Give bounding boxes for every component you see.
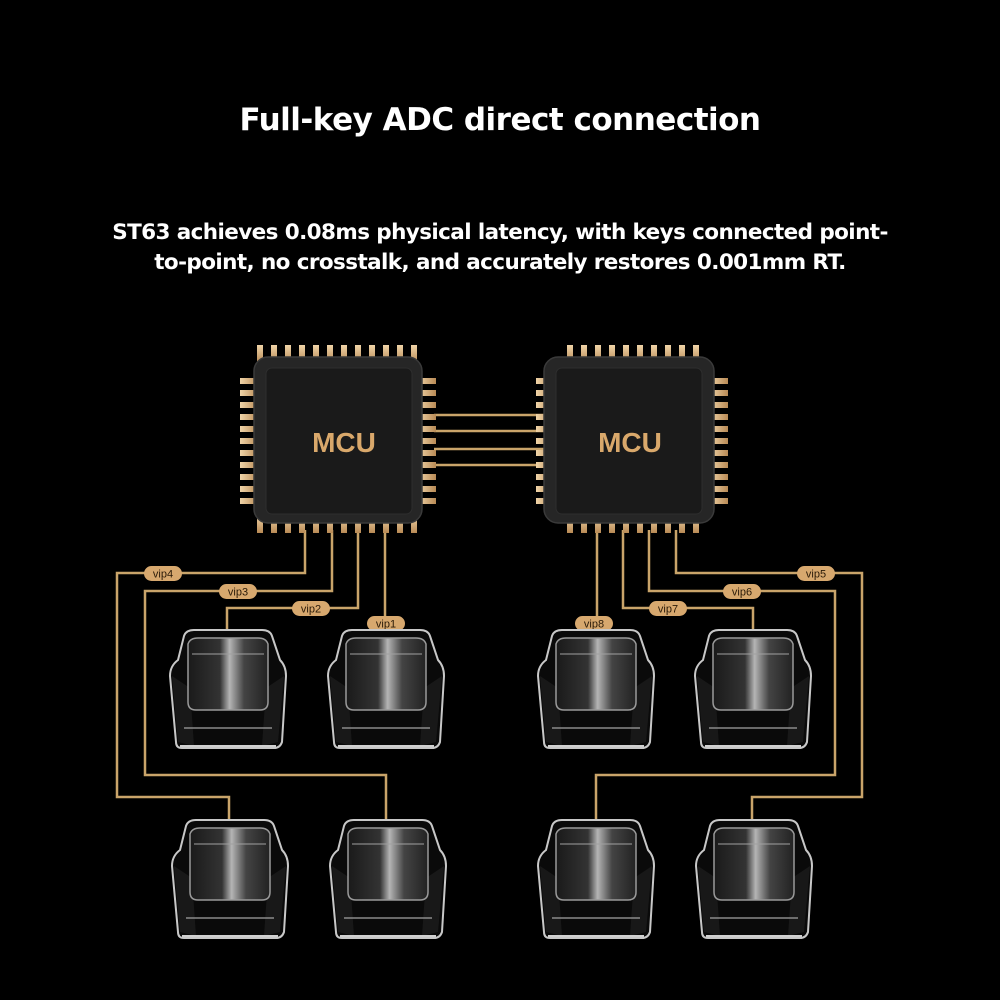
svg-text:vip3: vip3: [228, 587, 248, 599]
keycap-vip8: [537, 629, 655, 749]
subtitle-line-1: ST63 achieves 0.08ms physical latency, w…: [112, 220, 888, 245]
vip5-badge: vip5: [797, 566, 835, 581]
vip2-badge: vip2: [292, 601, 330, 616]
keycap-vip3: [329, 819, 447, 939]
mcu-left-label: MCU: [312, 427, 376, 458]
keycap-vip5: [695, 819, 813, 939]
vip1-badge: vip1: [367, 616, 405, 631]
svg-text:vip2: vip2: [301, 604, 321, 616]
keycaps: [169, 629, 813, 939]
signal-labels: vip4 vip3 vip2 vip1 vip8 vip7 vip6 vip5: [144, 566, 835, 631]
mcu-chip-left: MCU: [240, 345, 436, 533]
keycap-vip4: [171, 819, 289, 939]
vip8-badge: vip8: [575, 616, 613, 631]
keycap-vip6: [537, 819, 655, 939]
keycap-vip1: [327, 629, 445, 749]
svg-text:vip4: vip4: [153, 569, 173, 581]
page-title: Full-key ADC direct connection: [239, 102, 761, 138]
keycap-vip7: [694, 629, 812, 749]
svg-text:vip1: vip1: [376, 619, 396, 631]
vip6-badge: vip6: [723, 584, 761, 599]
svg-text:vip7: vip7: [658, 604, 678, 616]
mcu-right-label: MCU: [598, 427, 662, 458]
inter-chip-traces: [434, 413, 545, 467]
svg-text:vip8: vip8: [584, 619, 604, 631]
subtitle-line-2: to-point, no crosstalk, and accurately r…: [154, 250, 846, 275]
page-subtitle: ST63 achieves 0.08ms physical latency, w…: [60, 218, 940, 278]
keycap-vip2: [169, 629, 287, 749]
vip3-badge: vip3: [219, 584, 257, 599]
svg-text:vip5: vip5: [806, 569, 826, 581]
vip4-badge: vip4: [144, 566, 182, 581]
svg-text:vip6: vip6: [732, 587, 752, 599]
right-traces: [594, 530, 864, 830]
mcu-chip-right: MCU: [536, 345, 728, 533]
vip7-badge: vip7: [649, 601, 687, 616]
